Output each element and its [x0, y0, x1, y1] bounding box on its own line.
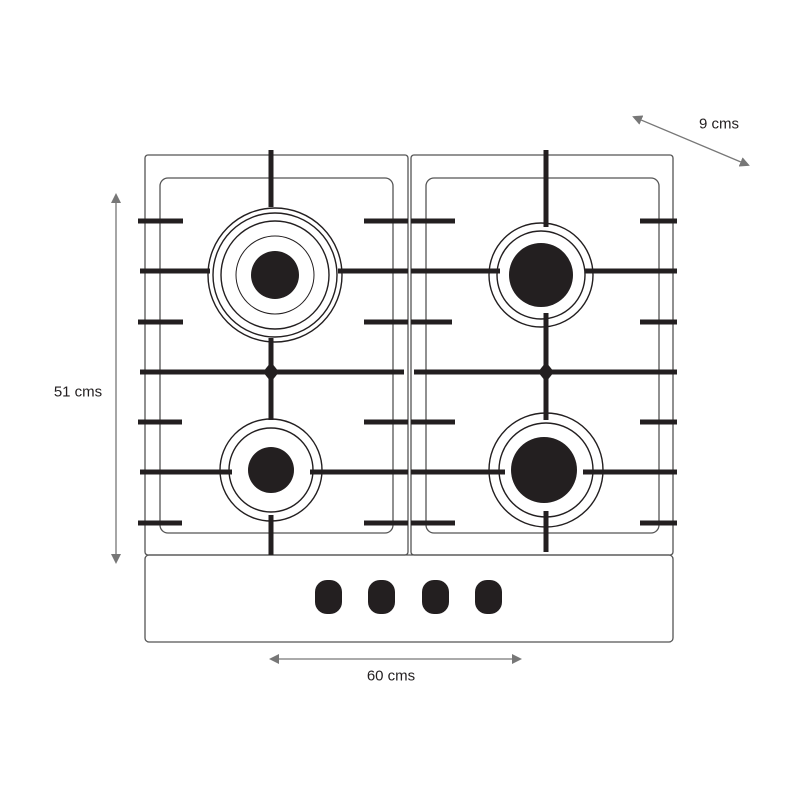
burner-top-left-rings: [207, 207, 343, 343]
left-panel-inner: [159, 177, 394, 534]
height-label: 51 cms: [53, 383, 103, 401]
right-panel-inner: [425, 177, 660, 534]
width-label: 60 cms: [366, 667, 416, 685]
left-panel-outline: [144, 154, 409, 556]
burner-top-right-cap: [509, 243, 573, 307]
depth-label: 9 cms: [698, 115, 740, 133]
burner-top-right-rings: [488, 222, 594, 328]
burner-top-left-cap: [251, 251, 299, 299]
depth-dimension-arrow: [632, 115, 750, 167]
burner-bottom-left-cap: [248, 447, 294, 493]
burner-bottom-right-cap: [511, 437, 577, 503]
control-panel: [144, 554, 674, 643]
knob-3[interactable]: [422, 580, 449, 614]
knob-1[interactable]: [315, 580, 342, 614]
grate-joint-right: [538, 362, 554, 382]
knob-4[interactable]: [475, 580, 502, 614]
knob-2[interactable]: [368, 580, 395, 614]
pan-supports: [138, 150, 677, 555]
grate-joint-left: [263, 362, 279, 382]
